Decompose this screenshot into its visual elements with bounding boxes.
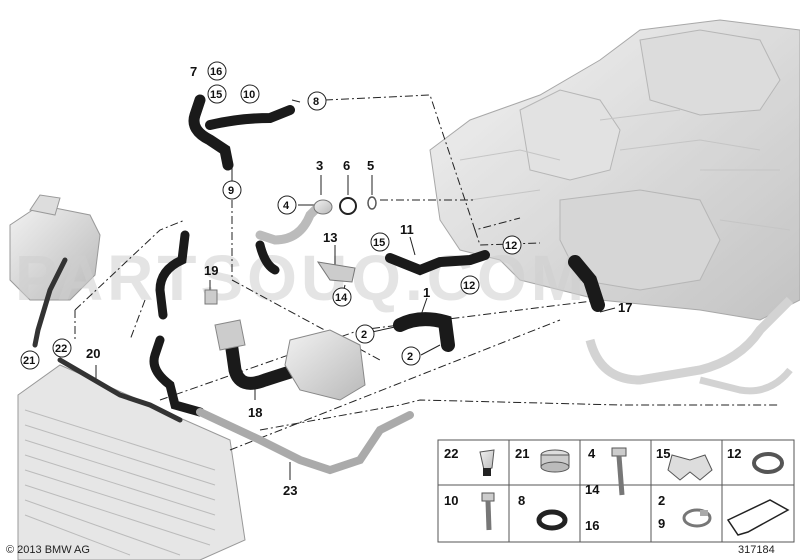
callout-22: 22 — [55, 343, 67, 355]
callout-11: 11 — [400, 222, 414, 237]
callout-6: 6 — [343, 158, 350, 173]
callout-8: 8 — [313, 96, 319, 108]
engine-block — [429, 19, 800, 395]
bolt-10-icon — [481, 492, 495, 531]
expansion-tank — [9, 194, 101, 301]
callouts: 7 16 15 10 8 9 3 6 5 4 11 15 12 12 13 14… — [20, 61, 632, 498]
legend-10: 10 — [444, 493, 458, 508]
callout-13: 13 — [323, 230, 337, 245]
pipe-3 — [255, 200, 325, 245]
callout-2b: 2 — [407, 351, 413, 363]
clamp-12-icon — [752, 452, 784, 474]
clamp-21-icon — [540, 449, 570, 473]
callout-4: 4 — [283, 200, 290, 212]
legend-21: 21 — [515, 446, 529, 461]
thermostat-housing — [204, 289, 366, 401]
leader-lines — [74, 94, 780, 451]
hoses — [32, 94, 605, 475]
legend-22: 22 — [444, 446, 458, 461]
hose-1 — [393, 312, 455, 352]
callout-2a: 2 — [361, 329, 367, 341]
callout-16: 16 — [210, 66, 222, 78]
parts-legend: 22 21 4 14 15 12 10 8 16 2 9 — [437, 439, 795, 543]
small-parts — [313, 196, 377, 215]
pipe-tank — [32, 257, 68, 348]
hose-clamp-2-icon — [682, 508, 712, 528]
legend-8: 8 — [518, 493, 525, 508]
callout-21: 21 — [23, 355, 35, 367]
bracket-13 — [316, 261, 356, 283]
clip-22-icon — [479, 449, 495, 476]
hose-lower — [149, 335, 205, 417]
callout-14: 14 — [335, 292, 348, 304]
legend-2: 2 — [658, 493, 665, 508]
pipe-3-hose — [255, 240, 280, 275]
callout-12a: 12 — [505, 240, 517, 252]
pipe-23 — [196, 408, 414, 475]
callout-5: 5 — [367, 158, 374, 173]
copyright-text: © 2013 BMW AG — [6, 544, 90, 556]
callout-23: 23 — [283, 483, 297, 498]
callout-10: 10 — [243, 89, 255, 101]
legend-12: 12 — [727, 446, 741, 461]
hose-17 — [568, 255, 605, 312]
hose-11 — [385, 250, 490, 276]
callout-18: 18 — [248, 405, 262, 420]
hose-7 — [188, 94, 234, 171]
hose-18 — [223, 328, 297, 390]
hose-7-branch — [205, 105, 295, 130]
diagram-id: 317184 — [738, 544, 775, 556]
callout-1: 1 — [423, 285, 430, 300]
legend-14: 14 — [585, 482, 600, 497]
callout-3: 3 — [316, 158, 323, 173]
callout-12b: 12 — [463, 280, 475, 292]
hose-main — [155, 230, 190, 320]
callout-20: 20 — [86, 346, 100, 361]
pipe-20 — [57, 357, 183, 423]
watermark-text: PARTSOUQ.COM — [15, 242, 588, 314]
bracket-15-icon — [667, 454, 713, 481]
legend-15: 15 — [656, 446, 670, 461]
radiator — [17, 364, 246, 560]
arrow-icon — [726, 499, 790, 536]
callout-17: 17 — [618, 300, 632, 315]
callout-19: 19 — [204, 263, 218, 278]
seal-8-icon — [536, 509, 568, 531]
callout-7: 7 — [190, 64, 197, 79]
callout-15a: 15 — [210, 89, 222, 101]
callout-15b: 15 — [373, 237, 385, 249]
bolt-4-icon — [611, 447, 627, 496]
legend-4: 4 — [588, 446, 596, 461]
callout-9: 9 — [228, 185, 234, 197]
legend-9: 9 — [658, 516, 665, 531]
legend-16: 16 — [585, 518, 599, 533]
callout-leaders — [95, 99, 616, 480]
